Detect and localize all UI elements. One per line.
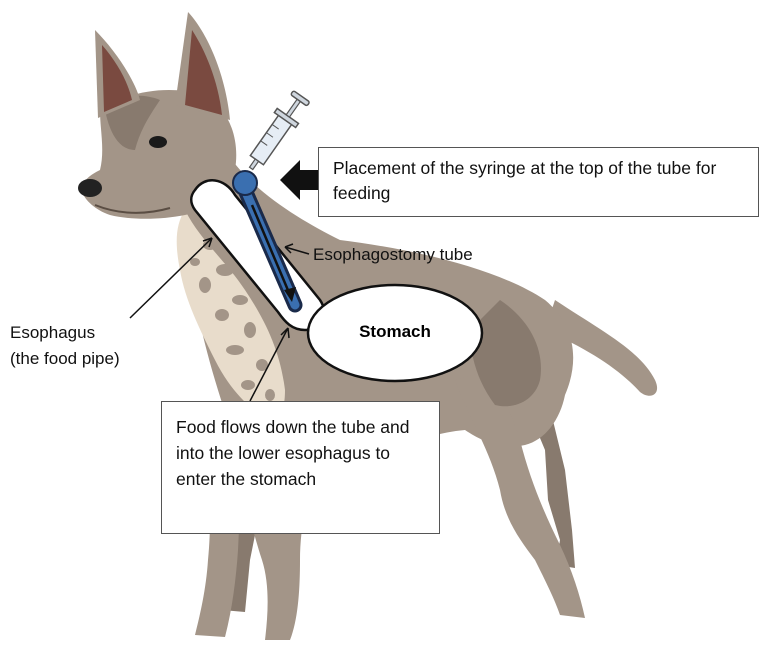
- syringe-icon: [240, 89, 312, 176]
- food-flow-text: Food flows down the tube and into the lo…: [176, 417, 410, 489]
- stomach-label: Stomach: [310, 322, 480, 342]
- esophagus-label: Esophagus (the food pipe): [10, 320, 120, 372]
- tube-label: Esophagostomy tube: [313, 245, 473, 265]
- esophagus-label-line2: (the food pipe): [10, 346, 120, 372]
- dog-eye: [149, 136, 167, 148]
- syringe-pointer-arrow: [280, 160, 318, 200]
- food-flow-callout: Food flows down the tube and into the lo…: [161, 401, 440, 534]
- syringe-placement-callout: Placement of the syringe at the top of t…: [318, 147, 759, 217]
- syringe-placement-text: Placement of the syringe at the top of t…: [333, 158, 716, 203]
- tube-port: [233, 171, 257, 195]
- esophagus-label-line1: Esophagus: [10, 320, 120, 346]
- dog-nose: [78, 179, 102, 197]
